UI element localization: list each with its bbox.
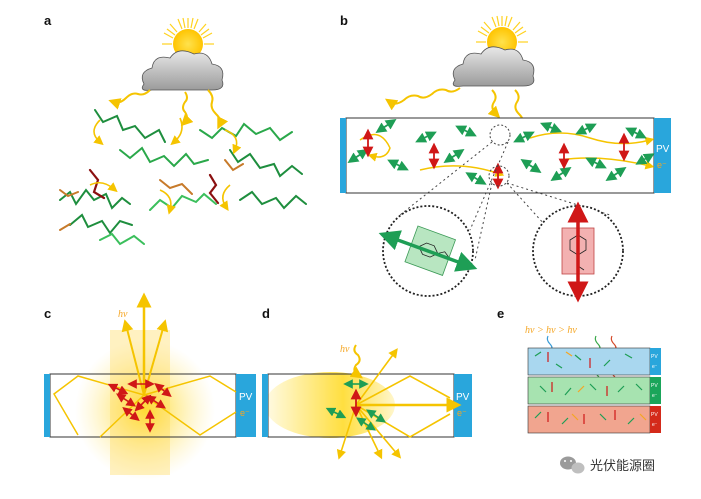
luminescent-waveguide <box>345 117 655 194</box>
layer-green <box>527 376 651 405</box>
panel-e-label: e <box>497 306 504 321</box>
zoom-marker-green <box>489 124 511 146</box>
electron-label-e1: e⁻ <box>652 364 658 370</box>
electron-label-b: e⁻ <box>657 160 667 170</box>
emission-beam <box>110 330 170 475</box>
zoom-leaders <box>399 141 611 261</box>
cloud-icon <box>452 46 535 87</box>
electron-label-e3: e⁻ <box>652 422 658 428</box>
panel-a-label: a <box>44 13 52 28</box>
red-dipoles-c <box>107 379 172 433</box>
electron-label-c: e⁻ <box>240 408 250 418</box>
electron-label-e2: e⁻ <box>652 393 658 399</box>
wechat-icon <box>560 456 585 474</box>
electron-label-d: e⁻ <box>457 408 467 418</box>
pv-cell-e1 <box>650 348 661 375</box>
left-mirror-c <box>44 374 50 437</box>
zoom-marker-red <box>488 165 510 187</box>
green-dipoles <box>347 119 655 185</box>
panel-b-label: b <box>340 13 348 28</box>
panel-b: PV e⁻ <box>340 15 671 303</box>
panel-c: PV e⁻ hν <box>44 292 256 480</box>
panel-d-label: d <box>262 306 270 321</box>
hv-label-c: hν <box>118 309 128 320</box>
pv-label-e1: PV <box>651 354 658 360</box>
layer-blue <box>527 347 651 376</box>
pv-label-b: PV <box>656 144 670 155</box>
pv-cell-b <box>654 118 671 193</box>
pv-label-e3: PV <box>651 412 658 418</box>
green-dipoles-d <box>325 379 386 431</box>
panel-d: PV e⁻ hν <box>262 344 472 460</box>
pv-cell-d <box>454 374 472 437</box>
left-mirror-d <box>262 374 268 437</box>
panel-a <box>59 17 307 246</box>
pv-label-e2: PV <box>651 383 658 389</box>
hv-order-label: hν > hν > hν <box>525 325 577 336</box>
panel-c-label: c <box>44 306 51 321</box>
cloud-icon <box>141 50 224 91</box>
polymer-network <box>59 109 307 246</box>
watermark-text: 光伏能源圈 <box>590 459 655 474</box>
dye-molecule-red-icon <box>561 201 595 303</box>
layer-dipoles-e <box>534 351 647 425</box>
pv-cell-e2 <box>650 377 661 404</box>
pv-label-c: PV <box>239 392 253 403</box>
energy-transfer-arrows <box>89 117 242 215</box>
hv-label-d: hν <box>340 344 350 355</box>
red-dipoles <box>362 128 630 190</box>
panel-e: hν > hν > hν PV e⁻ PV e⁻ PV e⁻ <box>525 325 661 434</box>
dye-molecule-green-icon <box>378 225 478 276</box>
pv-label-d: PV <box>456 392 470 403</box>
pv-cell-c <box>236 374 256 437</box>
left-mirror <box>340 118 346 193</box>
photon-rays <box>108 89 229 130</box>
pv-cell-e3 <box>650 406 661 433</box>
